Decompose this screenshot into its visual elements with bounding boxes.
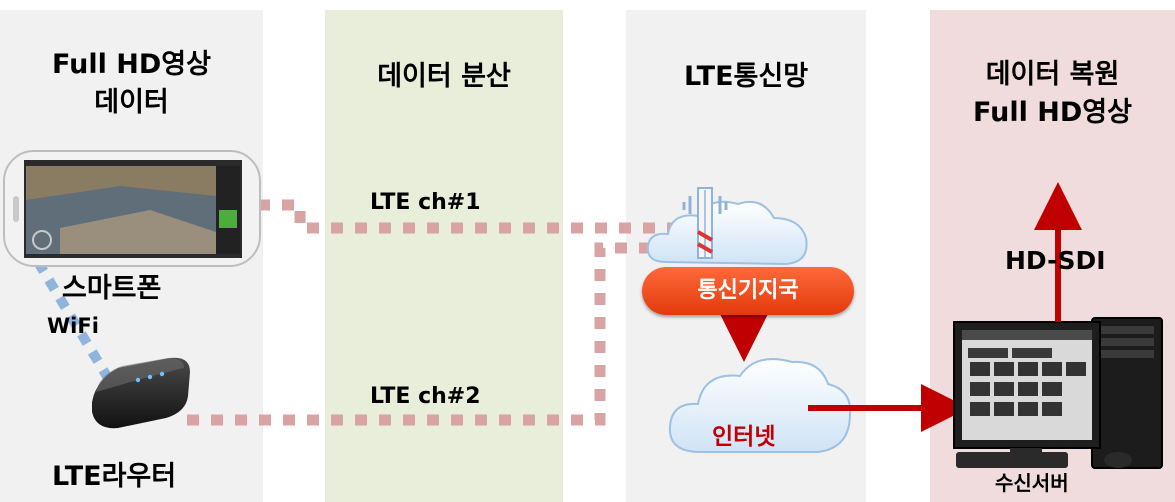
hd-sdi-label: HD-SDI [1005,246,1106,275]
column-source-title: Full HD영상 데이터 [52,49,211,118]
lte-router-icon [92,357,190,429]
lte-router-label: LTE라우터 [52,461,177,492]
wifi-label: WiFi [47,314,99,338]
lte-ch1-link [258,199,690,234]
lte-network-cloud-icon [646,200,808,266]
server-label: 수신서버 [995,471,1069,495]
internet-cloud-icon [668,358,852,453]
column-restore-title: 데이터 복원 Full HD영상 [973,59,1132,128]
internet-label: 인터넷 [712,424,776,450]
base-station-tower-icon [682,187,728,259]
wifi-link [33,259,113,381]
column-network-title: LTE통신망 [683,61,809,92]
base-station-label: 통신기지국 [642,267,854,315]
lte-ch2-label: LTE ch#2 [370,384,481,409]
column-distribution-title: 데이터 분산 [377,61,511,92]
smartphone-icon [3,150,261,267]
lte-ch1-label: LTE ch#1 [370,190,481,215]
smartphone-label: 스마트폰 [62,273,162,304]
lte-ch2-link [187,242,690,426]
server-computer-icon [953,317,1163,469]
